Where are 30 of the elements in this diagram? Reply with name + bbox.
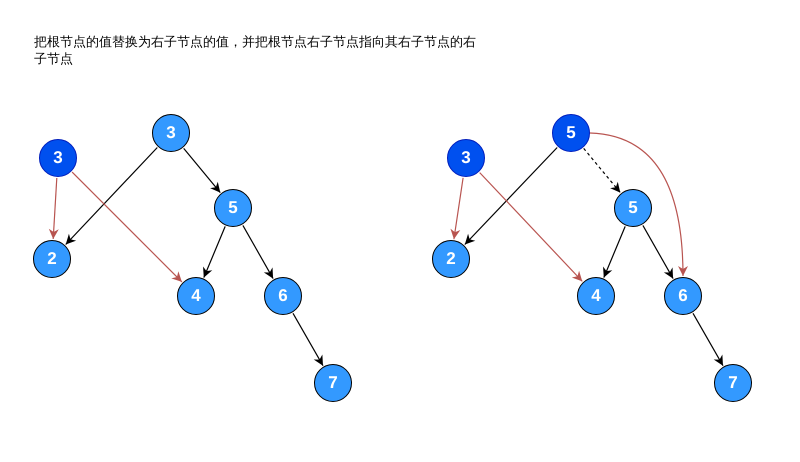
arrow — [65, 147, 158, 245]
arrow — [203, 226, 226, 278]
arrow — [583, 148, 621, 193]
arrow — [692, 313, 724, 366]
arrow — [479, 172, 583, 282]
tree-node-circle: 4 — [177, 277, 215, 315]
tree-node-circle: 5 — [614, 189, 652, 227]
arrow — [450, 178, 464, 240]
tree-node-circle: 2 — [432, 240, 470, 278]
tree-node-circle: 3 — [447, 139, 485, 177]
arrow — [603, 226, 626, 278]
arrow — [242, 225, 274, 279]
arrow — [642, 225, 674, 279]
tree-node-circle: 3 — [39, 139, 77, 177]
arrow — [48, 178, 59, 240]
tree-node-circle: 7 — [314, 364, 352, 402]
tree-node-circle: 5 — [552, 114, 590, 152]
tree-node-circle: 5 — [214, 189, 252, 227]
arrow — [292, 313, 324, 366]
tree-node-circle: 3 — [152, 114, 190, 152]
tree-node-circle: 4 — [577, 277, 615, 315]
arrow — [72, 172, 182, 282]
tree-node-circle: 2 — [33, 240, 71, 278]
tree-node-circle: 6 — [264, 277, 302, 315]
arrow — [183, 148, 221, 193]
title: 把根节点的值替换为右子节点的值，并把根节点右子节点指向其右子节点的右子节点 — [34, 34, 477, 68]
tree-node-circle: 6 — [664, 277, 702, 315]
arrow — [464, 147, 558, 245]
arrow — [590, 132, 688, 276]
tree-node-circle: 7 — [714, 364, 752, 402]
